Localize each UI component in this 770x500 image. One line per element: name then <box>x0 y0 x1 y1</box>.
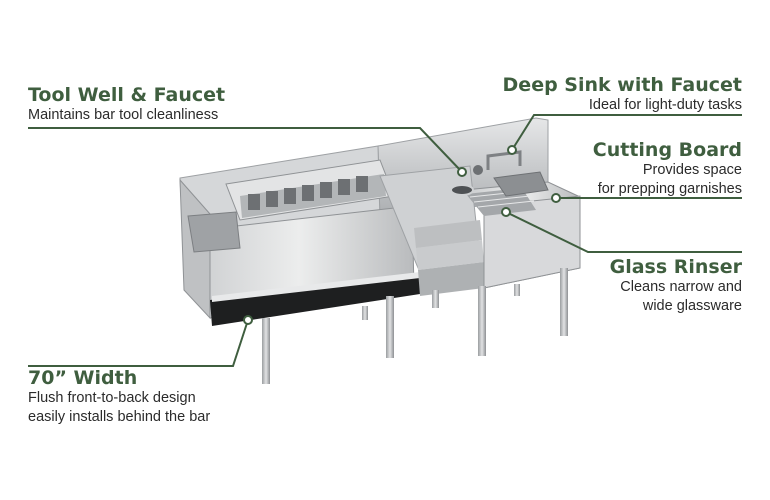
cutting-board-desc-line-2: for prepping garnishes <box>597 181 742 197</box>
deep-sink-title: Deep Sink with Faucet <box>502 74 742 96</box>
tool-well-leader-line <box>28 127 463 173</box>
width-desc-line-2: easily installs behind the bar <box>28 409 211 425</box>
deep-sink-leader-line <box>511 114 742 151</box>
glass-rinser-leader-line <box>505 211 742 253</box>
glass-rinser-title: Glass Rinser <box>609 256 742 278</box>
width-title: 70” Width <box>28 367 138 389</box>
glass-rinser-desc-line-2: wide glassware <box>642 298 742 314</box>
deep-sink-desc-line-1: Ideal for light-duty tasks <box>588 97 742 113</box>
cutting-board-desc-line-1: Provides space <box>642 162 742 178</box>
cutting-board-marker-dot <box>551 193 561 203</box>
tool-well-title: Tool Well & Faucet <box>28 84 226 106</box>
tool-well-desc-line-1: Maintains bar tool cleanliness <box>28 107 219 123</box>
tool-well-marker-dot <box>457 167 467 177</box>
width-marker-dot <box>243 315 253 325</box>
tool-well-callout: Tool Well & Faucet Maintains bar tool cl… <box>28 84 225 125</box>
width-leader-line <box>28 319 249 367</box>
glass-rinser-desc-line-1: Cleans narrow and <box>620 279 742 295</box>
width-callout: 70” Width Flush front-to-back design eas… <box>28 367 210 427</box>
cutting-board-title: Cutting Board <box>592 139 742 161</box>
cutting-board-callout: Cutting Board Provides space for preppin… <box>593 139 742 199</box>
deep-sink-marker-dot <box>507 145 517 155</box>
glass-rinser-callout: Glass Rinser Cleans narrow and wide glas… <box>610 256 742 316</box>
deep-sink-callout: Deep Sink with Faucet Ideal for light-du… <box>503 74 742 115</box>
width-desc-line-1: Flush front-to-back design <box>28 390 196 406</box>
glass-rinser-marker-dot <box>501 207 511 217</box>
